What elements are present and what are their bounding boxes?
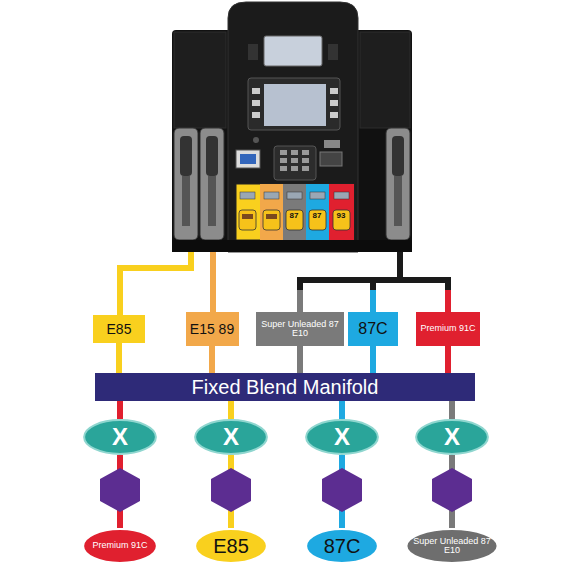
fuel-box: 87C [348, 312, 398, 346]
grade-button-label: 87 [286, 211, 302, 221]
pipe-line [228, 401, 234, 419]
pipe-line [209, 346, 215, 373]
pipe-line [445, 346, 451, 373]
pipe-line [370, 346, 376, 373]
node-label: E85 [213, 536, 249, 557]
node-label: X [334, 424, 350, 449]
pipe-line [449, 401, 455, 419]
manifold-band: Fixed Blend Manifold [95, 373, 475, 401]
node-label: 87C [324, 536, 361, 557]
node-label: Premium 91C [92, 541, 147, 550]
outlet-ellipse: 87C [305, 528, 379, 564]
pipe-line [117, 401, 123, 419]
pipe-line [116, 343, 122, 373]
node-label: E85 [107, 322, 132, 337]
fuel-box: Premium 91C [416, 312, 480, 346]
node-label: Super Unleaded 87 E10 [405, 537, 499, 556]
valve-ellipse: X [83, 419, 157, 455]
node-label: X [112, 424, 128, 449]
node-label: 87C [358, 321, 387, 338]
grade-button-label: 87 [309, 211, 325, 221]
node-label: E15 89 [190, 322, 234, 337]
outlet-ellipse: E85 [194, 528, 268, 564]
grade-button-label: 93 [333, 211, 349, 221]
valve-ellipse: X [415, 419, 489, 455]
node-label: Fixed Blend Manifold [192, 377, 379, 398]
valve-ellipse: X [194, 419, 268, 455]
pipe-line [339, 401, 345, 419]
node-label: Premium 91C [420, 324, 475, 333]
node-label: X [223, 424, 239, 449]
pipe-line [297, 346, 303, 373]
fuel-box: Super Unleaded 87 E10 [256, 312, 344, 346]
fuel-box: E15 89 [186, 312, 239, 346]
fuel-box: E85 [93, 315, 145, 343]
node-label: X [444, 424, 460, 449]
outlet-ellipse: Super Unleaded 87 E10 [405, 528, 499, 564]
valve-ellipse: X [305, 419, 379, 455]
outlet-ellipse: Premium 91C [82, 528, 158, 564]
node-label: Super Unleaded 87 E10 [256, 320, 344, 339]
